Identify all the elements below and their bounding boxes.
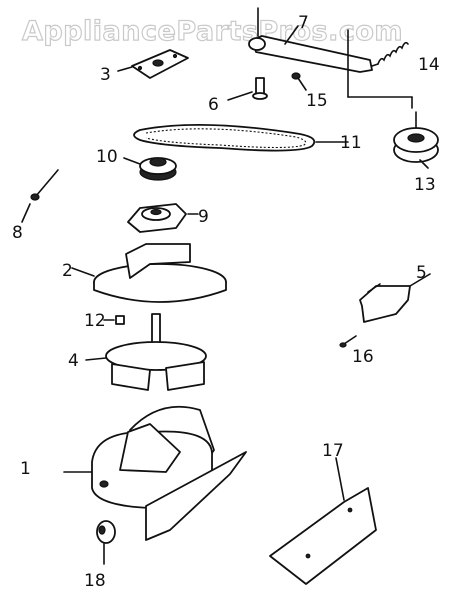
callout-1: 1: [20, 459, 31, 479]
part-5-bracket: [359, 273, 431, 323]
part-7-idler-arm: [248, 7, 413, 109]
part-14-spring: [371, 41, 409, 67]
callout-12: 12: [84, 311, 106, 331]
callout-4: 4: [68, 351, 79, 371]
part-12-plug: [103, 315, 125, 325]
callout-10: 10: [96, 147, 118, 167]
callout-8: 8: [12, 223, 23, 243]
part-18-knob: [96, 520, 116, 565]
callout-17: 17: [322, 441, 344, 461]
callout-15: 15: [306, 91, 328, 111]
part-11-drive-belt: [133, 123, 349, 152]
callout-11: 11: [340, 133, 362, 153]
part-13-idler-pulley: [393, 111, 439, 169]
watermark: AppliancePartsPros.com: [22, 16, 403, 47]
part-16-pin: [339, 335, 357, 348]
part-6-pivot-bolt: [227, 77, 268, 101]
callout-6: 6: [208, 95, 219, 115]
callout-16: 16: [352, 347, 374, 367]
callout-2: 2: [62, 261, 73, 281]
callout-9: 9: [198, 207, 209, 227]
part-1-auger-housing: [63, 405, 247, 541]
callout-3: 3: [100, 65, 111, 85]
part-8-pin: [21, 169, 59, 223]
callout-18: 18: [84, 571, 106, 591]
callout-14: 14: [418, 55, 440, 75]
callout-5: 5: [416, 263, 427, 283]
part-10-motor-pulley: [123, 157, 177, 181]
part-15-screw: [291, 72, 307, 91]
callout-7: 7: [298, 13, 309, 33]
part-4-lower-disk: [85, 341, 207, 391]
part-17-panel: [269, 457, 377, 585]
part-2-top-disk: [71, 243, 227, 303]
part-3-mounting-plate: [117, 49, 189, 79]
part-9-bearing-housing: [127, 203, 199, 233]
callout-13: 13: [414, 175, 436, 195]
